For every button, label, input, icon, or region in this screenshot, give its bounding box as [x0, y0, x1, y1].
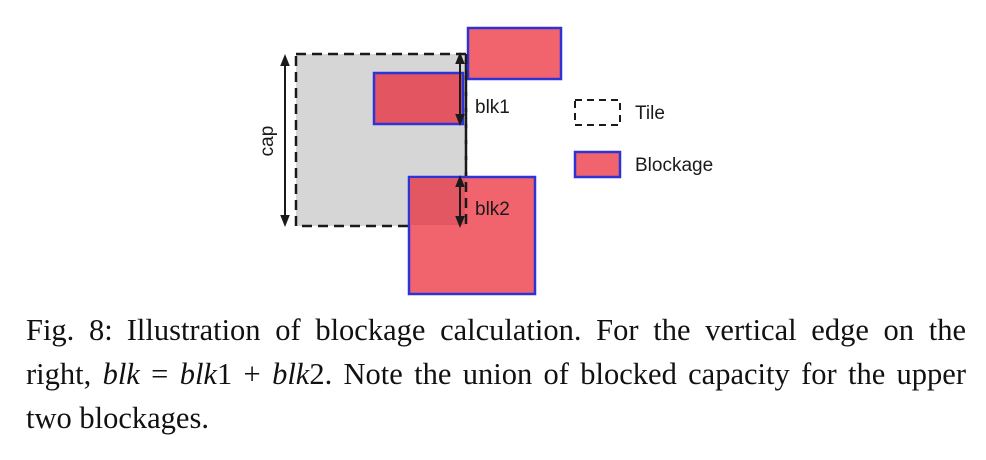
blk2-label: blk2: [475, 199, 510, 220]
caption-text-2: . Note the union of blocked capacity for…: [26, 357, 966, 435]
caption-fig-number: Fig. 8:: [26, 313, 113, 347]
blockage-blk2-overlap: [410, 178, 465, 225]
blockage-top: [466, 26, 563, 81]
legend-blockage-label: Blockage: [635, 155, 713, 176]
eq-term2: blk: [272, 357, 310, 391]
blockage-blk1: [372, 71, 465, 126]
eq-lhs: blk: [102, 357, 140, 391]
eq-plus: +: [232, 357, 273, 391]
caption-text-1: Illustration of blockage calculation. Fo…: [26, 313, 966, 391]
eq-term1: blk: [179, 357, 217, 391]
figure-caption: Fig. 8:Illustration of blockage calculat…: [26, 308, 966, 440]
blockage-diagram: cap blk1 blk2 Tile Blockage: [257, 26, 713, 296]
cap-label: cap: [257, 126, 278, 157]
blk1-label: blk1: [475, 97, 510, 118]
eq-num2: 2: [309, 357, 325, 391]
legend-tile-swatch: [574, 99, 621, 126]
eq-equals: =: [139, 357, 180, 391]
legend-blockage-swatch: [573, 150, 622, 179]
eq-num1: 1: [216, 357, 233, 391]
legend-tile-label: Tile: [635, 103, 665, 124]
